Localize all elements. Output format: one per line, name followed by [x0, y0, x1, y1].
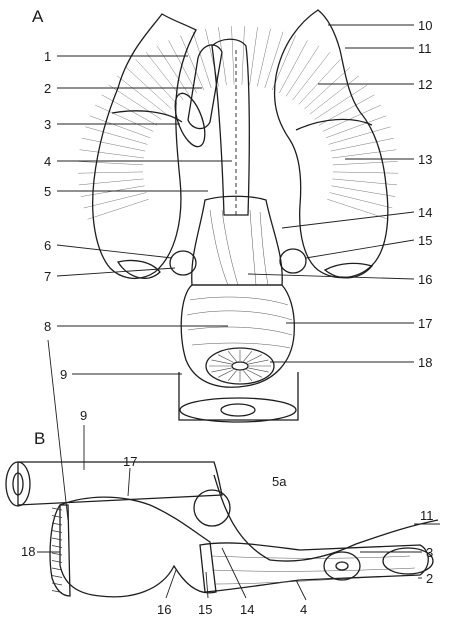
ligament-ray: [193, 32, 211, 88]
label-a-11: 11: [418, 41, 432, 56]
opening-ray: [246, 355, 262, 363]
label-b-16: 16: [157, 602, 171, 617]
label-a-15: 15: [418, 233, 432, 248]
label-b-3: 3: [426, 545, 433, 560]
right-knob: [280, 249, 306, 273]
ligament-ray: [333, 161, 398, 165]
label-a-16: 16: [418, 272, 432, 287]
opening-center: [232, 362, 248, 370]
ligament-ray: [218, 27, 226, 85]
bulb-end-fringe-stroke: [52, 583, 62, 585]
figure-tag: 5a: [272, 474, 287, 489]
ligament-ray: [329, 127, 391, 145]
ligament-ray: [333, 179, 398, 185]
label-a-18: 18: [418, 355, 432, 370]
ligament-ray: [146, 52, 183, 100]
label-b-17: 17: [123, 454, 137, 469]
ligament-ray: [181, 36, 204, 91]
left-lobe-division: [112, 111, 182, 122]
label-a-4: 4: [44, 154, 51, 169]
label-b-14: 14: [240, 602, 254, 617]
label-b-15: 15: [198, 602, 212, 617]
ligament-ray: [250, 27, 258, 85]
label-a-17: 17: [418, 316, 432, 331]
central-fibrous-body: [192, 196, 282, 285]
radiating-ligament-lines: [78, 26, 398, 219]
opening-ray: [228, 371, 237, 381]
bulb-end-fringe-stroke: [52, 576, 62, 578]
ovary-b-center: [336, 562, 348, 570]
ligament-ray: [242, 26, 245, 85]
opening-ray: [248, 368, 268, 372]
ligament-ray: [79, 179, 144, 185]
ligament-ray: [331, 186, 395, 197]
muscular-bulb: [181, 285, 294, 387]
ligament-ray: [257, 29, 270, 86]
label-a-9: 9: [60, 367, 67, 382]
ligament-ray: [331, 138, 394, 151]
label-a-3: 3: [44, 117, 51, 132]
tube-stump-end: [180, 398, 296, 422]
right-lobe-division: [296, 119, 372, 130]
ligament-ray: [88, 199, 149, 219]
label-a-6: 6: [44, 238, 51, 253]
opening-ray: [243, 371, 252, 381]
ligament-ray: [330, 193, 393, 208]
ligament-ray: [80, 150, 144, 158]
panel-a-drawing: [78, 10, 398, 422]
ligament-ray: [78, 172, 143, 173]
opening-ray: [248, 360, 268, 364]
label-b-2: 2: [426, 571, 433, 586]
label-b-9: 9: [80, 408, 87, 423]
label-a-2: 2: [44, 81, 51, 96]
ligament-ray: [82, 138, 145, 151]
ligament-ray: [332, 150, 396, 158]
ligament-ray: [85, 127, 147, 145]
left-lateral-lobe: [93, 14, 196, 278]
opening-ray: [243, 351, 252, 361]
label-a-5: 5: [44, 184, 51, 199]
central-duct: [212, 39, 249, 215]
label-b-11: 11: [420, 508, 434, 523]
label-a-14: 14: [418, 205, 432, 220]
label-b-18: 18: [21, 544, 35, 559]
tube-stump: [179, 372, 298, 420]
opening-ray: [228, 351, 237, 361]
ligament-ray: [206, 29, 219, 86]
ligament-ray: [90, 116, 150, 138]
opening-ray: [246, 370, 262, 378]
panel-label-a: A: [32, 7, 44, 26]
bulb-fibres: [187, 297, 292, 348]
bulb-profile: [60, 497, 216, 597]
label-a-13: 13: [418, 152, 432, 167]
opening-ray: [218, 355, 234, 363]
ligament-ray: [333, 172, 398, 173]
opening-ray: [218, 370, 234, 378]
label-a-1: 1: [44, 49, 51, 64]
ligament-ray: [232, 26, 235, 85]
label-b-4: 4: [300, 602, 307, 617]
label-a-7: 7: [44, 269, 51, 284]
panel-label-b: B: [34, 429, 45, 448]
ligament-ray: [293, 52, 330, 100]
label-a-8: 8: [44, 319, 51, 334]
ligament-ray: [78, 161, 143, 165]
opening-ray: [211, 360, 231, 364]
panel-b-drawing: [6, 462, 438, 597]
label-a-12: 12: [418, 77, 432, 92]
opening-radial-lines: [209, 350, 271, 382]
ovary-b: [324, 552, 360, 580]
opening-ray: [211, 368, 231, 372]
label-a-10: 10: [418, 18, 432, 33]
central-body-strands: [210, 210, 268, 285]
bulb-end-fringe-stroke: [52, 591, 62, 593]
tube-stump-lumen: [221, 404, 255, 416]
